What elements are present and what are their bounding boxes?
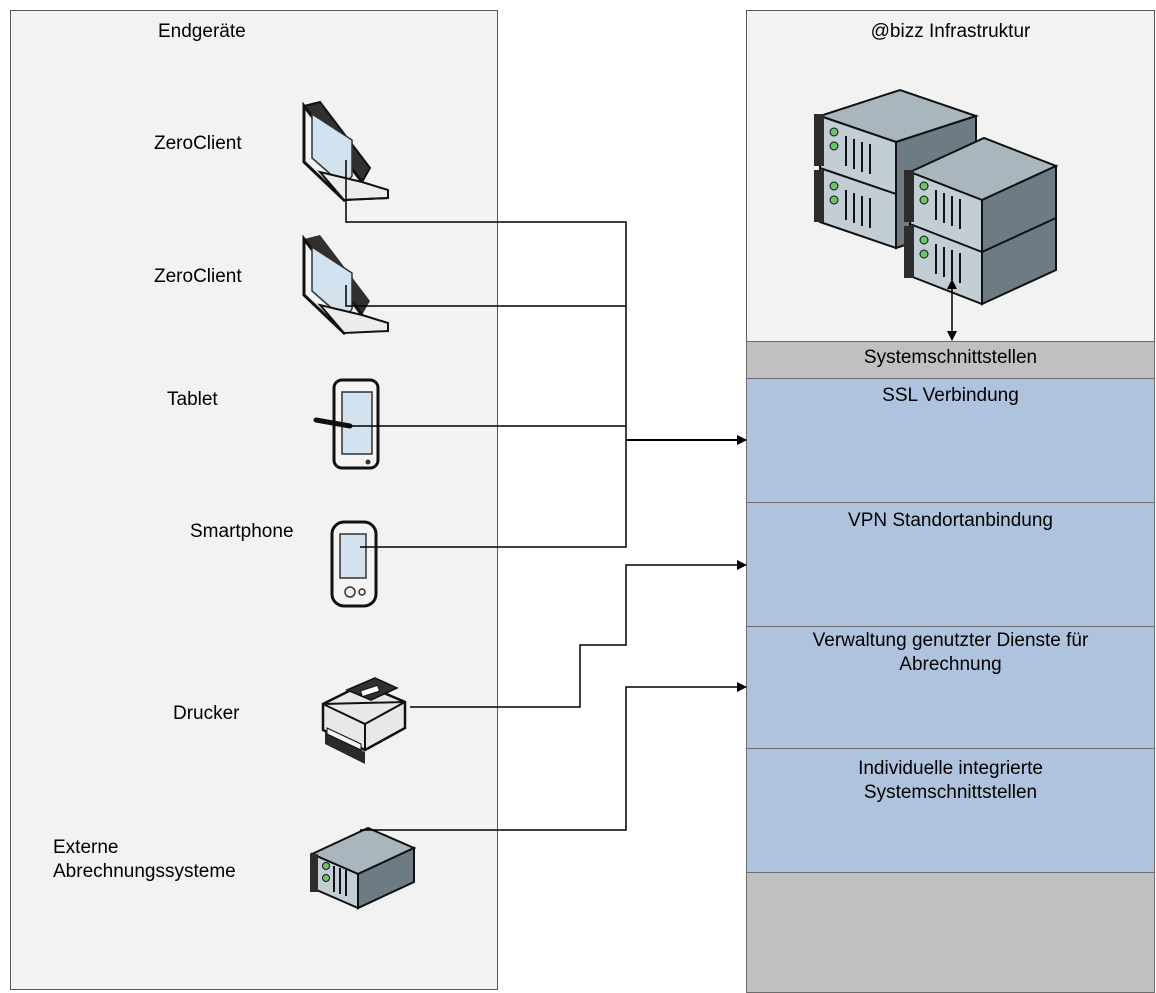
band-verwaltung-label-1: Verwaltung genutzter Dienste für: [812, 630, 1089, 651]
smartphone-icon: [330, 520, 378, 608]
device-label-tablet: Tablet: [167, 389, 218, 410]
server-rack-icon: [814, 88, 1059, 306]
band-systemschnittstellen-label: Systemschnittstellen: [863, 347, 1038, 368]
band-individuelle: Individuelle integrierte Systemschnittst…: [746, 749, 1155, 873]
connector-zeroclient-2: [345, 285, 626, 307]
infrastruktur-title: @bizz Infrastruktur: [870, 21, 1031, 42]
device-label-zeroclient-1: ZeroClient: [154, 133, 242, 154]
device-label-extern-2: Abrechnungssysteme: [53, 861, 236, 882]
tablet-icon: [313, 378, 380, 470]
connector-extern: [360, 682, 747, 831]
connector-zeroclient-1: [345, 160, 627, 440]
band-ssl-verbindung: SSL Verbindung: [746, 379, 1155, 503]
device-label-extern-1: Externe: [53, 837, 119, 858]
band-ssl-label: SSL Verbindung: [882, 385, 1019, 406]
endgeraete-panel: Endgeräte: [10, 10, 498, 990]
device-label-zeroclient-2: ZeroClient: [154, 266, 242, 287]
band-individuelle-label-2: Systemschnittstellen: [863, 782, 1038, 803]
band-vpn-standortanbindung: VPN Standortanbindung: [746, 503, 1155, 627]
monitor-icon: [302, 100, 389, 203]
printer-icon: [321, 677, 407, 764]
connector-smartphone: [360, 440, 627, 548]
connector-drucker: [410, 560, 747, 708]
device-label-smartphone: Smartphone: [190, 521, 294, 542]
band-verwaltung: Verwaltung genutzter Dienste für Abrechn…: [746, 627, 1155, 749]
band-vpn-label: VPN Standortanbindung: [848, 510, 1053, 531]
band-systemschnittstellen: Systemschnittstellen: [746, 341, 1155, 379]
band-verwaltung-label-2: Abrechnung: [899, 654, 1002, 675]
endgeraete-title: Endgeräte: [158, 21, 246, 42]
monitor-icon: [302, 234, 389, 336]
band-individuelle-label-1: Individuelle integrierte: [858, 758, 1043, 779]
server-icon: [309, 826, 417, 910]
device-label-drucker: Drucker: [173, 703, 240, 724]
